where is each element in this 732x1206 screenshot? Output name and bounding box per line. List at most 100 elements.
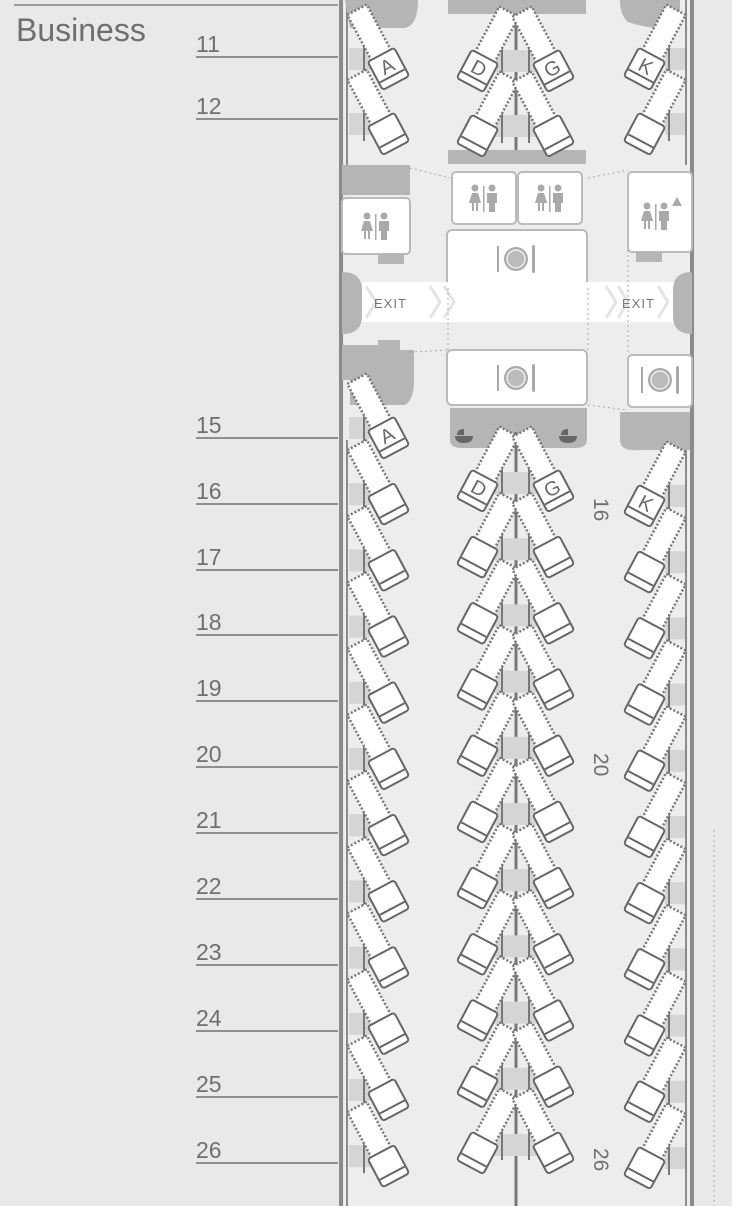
seat-26a[interactable] <box>344 1100 410 1188</box>
seat-21k[interactable] <box>623 770 689 858</box>
row-label: 25 <box>196 1072 338 1098</box>
seat-11k[interactable]: K <box>623 2 689 90</box>
row-label: 26 <box>196 1138 338 1164</box>
row-label: 22 <box>196 874 338 900</box>
seat-divider <box>349 48 371 70</box>
row-label: 16 <box>196 479 338 505</box>
seat-17d[interactable] <box>456 491 522 579</box>
seat-11a[interactable]: A <box>344 2 410 90</box>
seat-12a[interactable] <box>344 67 410 155</box>
seat-22g[interactable] <box>509 822 575 910</box>
accessible-lavatory-icon <box>641 197 682 230</box>
seat-17k[interactable] <box>623 506 689 594</box>
fuselage-wall-left <box>339 0 343 1206</box>
row-label: 12 <box>196 94 338 120</box>
seat-21g[interactable] <box>509 755 575 843</box>
seat-15a[interactable]: A <box>344 371 410 459</box>
seat-divider <box>349 483 371 506</box>
lavatory-icon <box>535 184 563 212</box>
seat-divider <box>349 1079 371 1101</box>
seat-25d[interactable] <box>456 1020 522 1108</box>
seat-20a[interactable] <box>344 702 410 790</box>
seat-divider <box>349 1145 371 1168</box>
row-label: 24 <box>196 1006 338 1032</box>
seat-11g[interactable]: G <box>509 4 575 92</box>
row-label: 20 <box>196 742 338 768</box>
seat-21d[interactable] <box>456 755 522 843</box>
seat-24k[interactable] <box>623 969 689 1057</box>
seat-25k[interactable] <box>623 1035 689 1123</box>
seat-16a[interactable] <box>344 438 410 526</box>
cabin-row-marker: 20 <box>589 753 612 776</box>
seat-17a[interactable] <box>344 504 410 592</box>
exit-label-right: EXIT <box>622 296 655 311</box>
seat-16k[interactable]: K <box>623 439 689 527</box>
seat-22d[interactable] <box>456 822 522 910</box>
galley-block <box>342 165 410 195</box>
seat-18d[interactable] <box>456 557 522 645</box>
seat-divider <box>349 880 371 903</box>
seat-divider <box>349 1012 371 1035</box>
seat-12g[interactable] <box>509 69 575 157</box>
seat-23a[interactable] <box>344 901 410 989</box>
seat-24g[interactable] <box>509 954 575 1042</box>
seat-divider <box>349 748 371 770</box>
seat-24d[interactable] <box>456 954 522 1042</box>
exit-door-right <box>673 272 692 334</box>
seat-20k[interactable] <box>623 704 689 792</box>
seat-23d[interactable] <box>456 888 522 976</box>
bulkhead <box>448 0 586 14</box>
row-label: 18 <box>196 610 338 636</box>
lavatory-icon <box>361 212 389 240</box>
seat-25a[interactable] <box>344 1033 410 1121</box>
seat-26g[interactable] <box>509 1086 575 1174</box>
seat-16g[interactable]: G <box>509 424 575 512</box>
row-label: 17 <box>196 545 338 571</box>
seat-21a[interactable] <box>344 769 410 857</box>
seat-17g[interactable] <box>509 491 575 579</box>
seat-26k[interactable] <box>623 1101 689 1189</box>
bassinet-bulkhead <box>450 408 587 448</box>
seat-18g[interactable] <box>509 557 575 645</box>
seat-19a[interactable] <box>344 636 410 724</box>
galley-icon <box>641 366 679 394</box>
row-label: 23 <box>196 940 338 966</box>
seat-22k[interactable] <box>623 837 689 925</box>
exit-door-left <box>342 272 362 334</box>
seat-22a[interactable] <box>344 835 410 923</box>
cabin-row-marker: 26 <box>589 1148 612 1171</box>
exit-row <box>362 282 684 322</box>
row-label: 21 <box>196 808 338 834</box>
seat-divider <box>349 681 371 704</box>
seat-11d[interactable]: D <box>456 4 522 92</box>
seat-26d[interactable] <box>456 1086 522 1174</box>
seat-12d[interactable] <box>456 69 522 157</box>
seat-23k[interactable] <box>623 903 689 991</box>
seat-19g[interactable] <box>509 623 575 711</box>
seat-divider <box>349 417 371 439</box>
seat-20d[interactable] <box>456 689 522 777</box>
seat-23g[interactable] <box>509 888 575 976</box>
seat-19d[interactable] <box>456 623 522 711</box>
row-label: 15 <box>196 413 338 439</box>
cabin-class-label: Business <box>16 12 146 48</box>
seat-19k[interactable] <box>623 638 689 726</box>
seat-24a[interactable] <box>344 967 410 1055</box>
exit-label-left: EXIT <box>374 296 407 311</box>
bassinet-icon <box>559 429 577 443</box>
seat-20g[interactable] <box>509 689 575 777</box>
seat-divider <box>349 549 371 572</box>
seat-divider <box>349 113 371 135</box>
seat-divider <box>349 615 371 638</box>
galley-icon <box>497 245 535 273</box>
seat-18a[interactable] <box>344 570 410 658</box>
section-divider <box>14 4 338 6</box>
seat-18k[interactable] <box>623 572 689 660</box>
seat-12k[interactable] <box>623 67 689 155</box>
lavatory-icon <box>469 184 497 212</box>
seat-16d[interactable]: D <box>456 424 522 512</box>
fuselage-wall-right <box>690 0 694 1206</box>
row-label: 11 <box>196 32 338 58</box>
seat-25g[interactable] <box>509 1020 575 1108</box>
